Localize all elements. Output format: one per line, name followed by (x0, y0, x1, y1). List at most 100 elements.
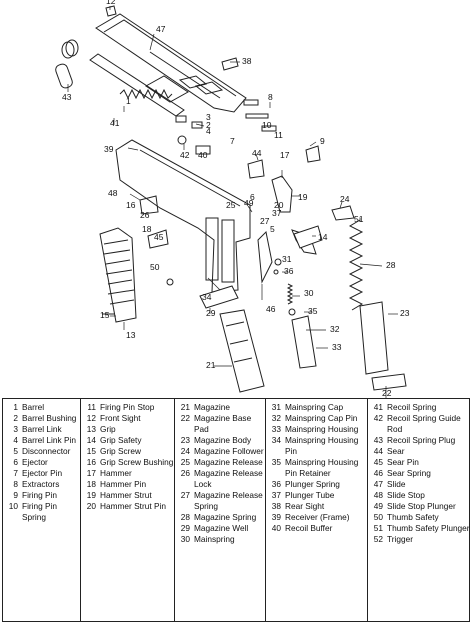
legend-entry-number: 16 (86, 457, 96, 467)
legend-entry-number: 41 (373, 402, 383, 412)
callout-number-19: 19 (298, 192, 308, 202)
legend-entry-label: Firing Pin (22, 490, 58, 500)
legend-entry-label: Mainspring Housing Pin Retainer (285, 457, 359, 478)
legend-entry-label: Magazine Release (194, 457, 263, 467)
legend-entry-number: 20 (86, 501, 96, 511)
magazine-spring-part (348, 219, 364, 311)
callout-number-38: 38 (242, 56, 252, 66)
callout-number-42: 42 (180, 150, 190, 160)
legend-entry-number: 43 (373, 435, 383, 445)
legend-entry-number: 25 (180, 457, 190, 467)
callout-number-22: 22 (382, 388, 392, 398)
sear-spring-part (257, 230, 273, 284)
callout-number-24: 24 (340, 194, 350, 204)
legend-entry: 25 Magazine Release (178, 457, 265, 468)
callout-number-2: 2 (206, 120, 211, 130)
callout-number-31: 31 (282, 254, 292, 264)
callout-number-9: 9 (320, 136, 325, 146)
legend-column-5: 41 Recoil Spring 42 Recoil Spring Guide Rod… (367, 399, 471, 621)
magazine-body-part (359, 301, 389, 375)
leader-lines (67, 6, 398, 398)
legend-entry-label: Magazine Release Spring (194, 490, 263, 511)
callout-number-36: 36 (284, 266, 294, 276)
callout-number-3: 3 (206, 112, 211, 122)
mainspring-part (286, 283, 294, 305)
legend-entry-number: 38 (271, 501, 281, 511)
rear-sight-part (221, 57, 239, 71)
callout-number-50: 50 (150, 262, 160, 272)
legend-entry-label: Recoil Spring (387, 402, 437, 412)
legend-entry-label: Ejector (22, 457, 48, 467)
legend-entry: 34 Mainspring Housing Pin (269, 435, 367, 457)
legend-entry-number: 37 (271, 490, 281, 500)
legend-entry: 26 Magazine Release Lock (178, 468, 265, 490)
legend-entry-label: Mainspring Housing Pin (285, 435, 359, 456)
legend-entry-label: Grip Safety (100, 435, 142, 445)
legend-entry-label: Magazine Release Lock (194, 468, 263, 489)
legend-entry-label: Slide Stop Plunger (387, 501, 456, 511)
recoil-spring-plug-part (55, 39, 79, 89)
callout-number-14: 14 (318, 232, 328, 242)
legend-entry-number: 48 (373, 490, 383, 500)
legend-entry-number: 2 (13, 413, 18, 423)
legend-entry-number: 28 (180, 512, 190, 522)
legend-entry-label: Front Sight (100, 413, 141, 423)
callout-number-6: 6 (250, 192, 255, 202)
legend-entry-number: 31 (271, 402, 281, 412)
legend-entry-number: 42 (373, 413, 383, 423)
callout-number-46: 46 (266, 304, 276, 314)
legend-entry-label: Magazine Body (194, 435, 252, 445)
legend-entry-number: 22 (180, 413, 190, 423)
legend-entry-label: Trigger (387, 534, 413, 544)
legend-entry-number: 34 (271, 435, 281, 445)
legend-entry-label: Mainspring (194, 534, 235, 544)
callout-number-21: 21 (206, 360, 216, 370)
callout-number-16: 16 (126, 200, 136, 210)
legend-entry-label: Recoil Buffer (285, 523, 333, 533)
legend-entry-number: 19 (86, 490, 96, 500)
callout-number-18: 18 (142, 224, 152, 234)
small-parts (102, 99, 355, 316)
legend-entry-number: 5 (13, 446, 18, 456)
callout-number-29: 29 (206, 308, 216, 318)
legend-entry-label: Hammer (100, 468, 132, 478)
legend-entry-number: 26 (180, 468, 190, 478)
legend-entry-label: Magazine Follower (194, 446, 264, 456)
callout-number-39: 39 (104, 144, 114, 154)
callout-number-23: 23 (400, 308, 410, 318)
legend-entry-label: Disconnector (22, 446, 71, 456)
callout-number-13: 13 (126, 330, 136, 340)
callout-number-30: 30 (304, 288, 314, 298)
callout-number-45: 45 (154, 232, 164, 242)
callout-number-48: 48 (108, 188, 118, 198)
legend-entry-label: Slide Stop (387, 490, 425, 500)
legend-entry-number: 33 (271, 424, 281, 434)
exploded-view-drawing: 1247384314123424089394417748191024491651… (55, 0, 410, 398)
legend-entry: 42 Recoil Spring Guide Rod (371, 413, 471, 435)
callout-number-44: 44 (252, 148, 262, 158)
magazine-well-part (199, 285, 239, 309)
callout-number-26: 26 (140, 210, 150, 220)
legend-entry-label: Recoil Spring Guide Rod (387, 413, 461, 434)
